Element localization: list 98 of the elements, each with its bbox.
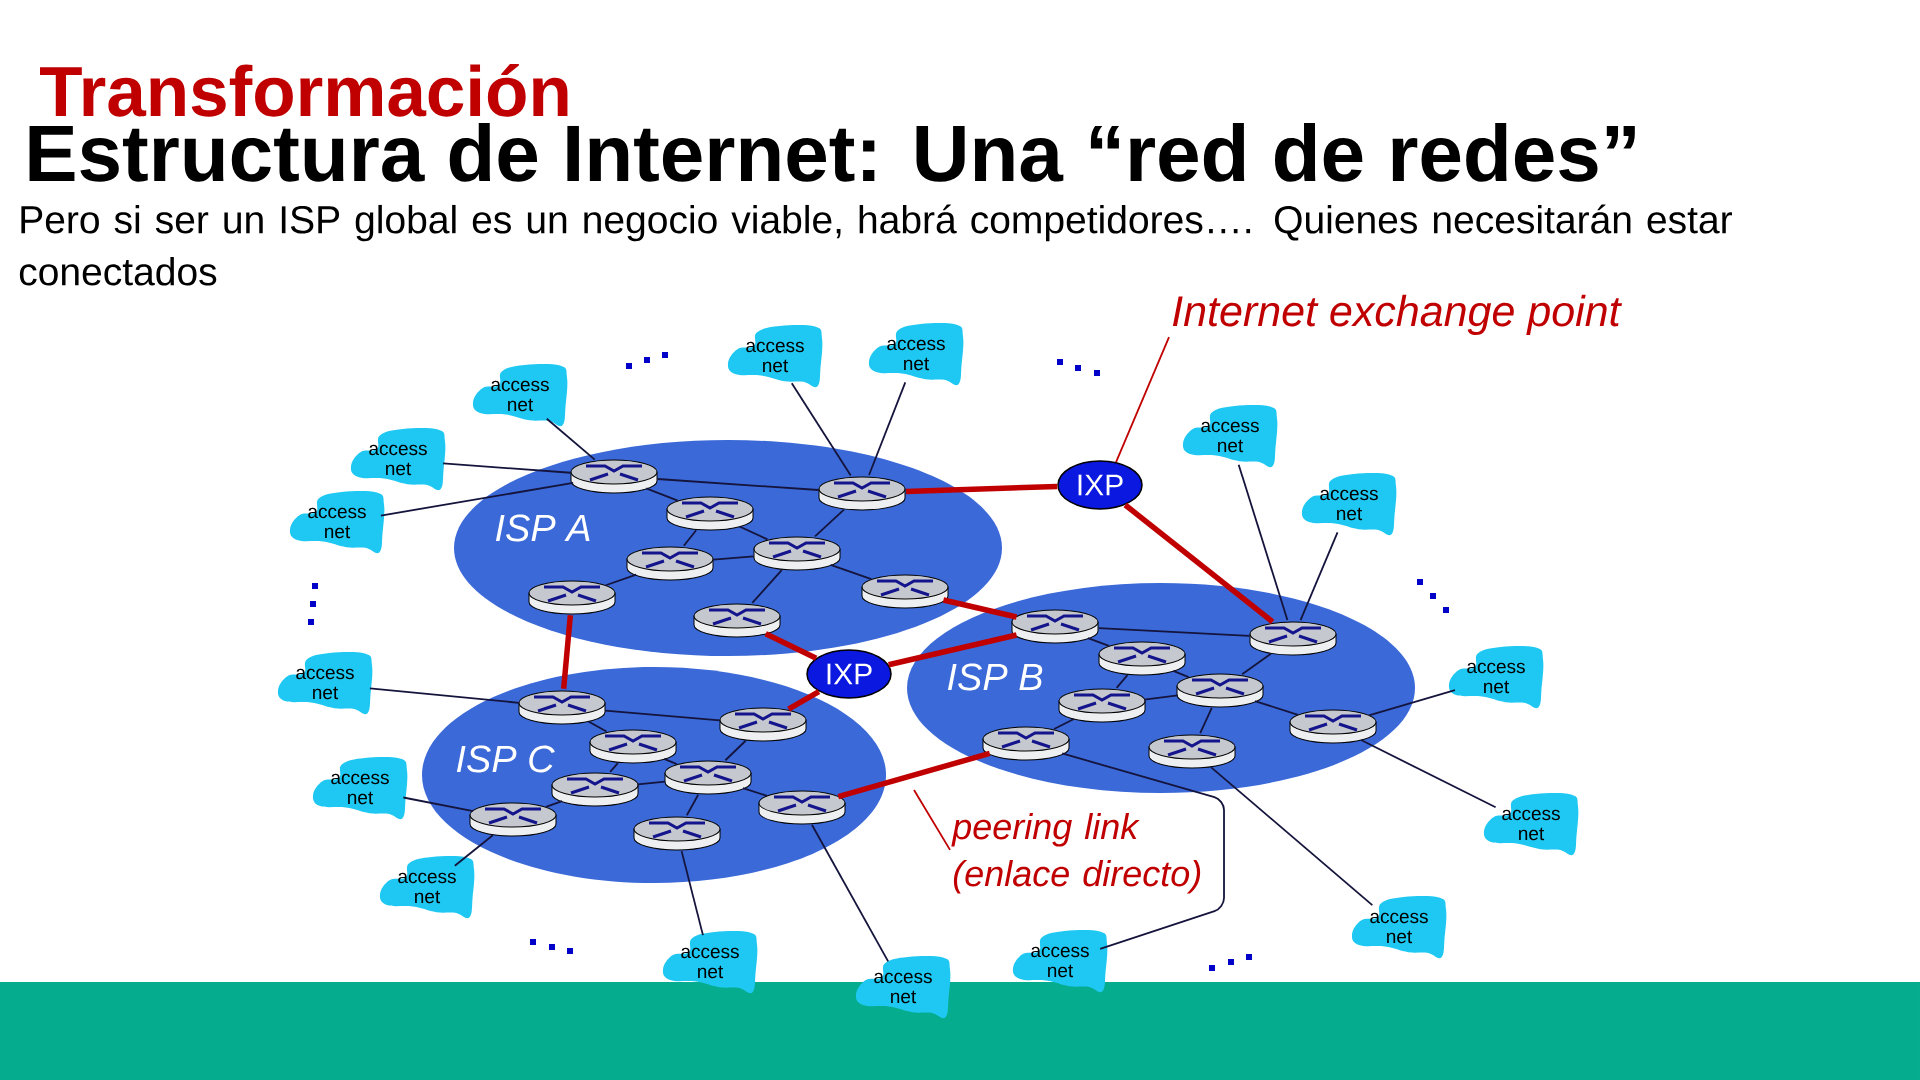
link-line [888,632,1018,668]
link-line [1087,637,1110,647]
leader-line [913,789,951,851]
link-line [379,482,575,517]
link-line [369,687,520,704]
router [633,816,721,851]
link-line [764,631,818,661]
link-line [1053,718,1075,730]
link-line [905,483,1058,495]
router [469,802,557,837]
access-net-cloud: access net [1182,405,1278,468]
link-line [1061,752,1225,950]
link-line [663,758,678,765]
link-line [604,709,721,722]
link-line [587,720,608,733]
link-line [1098,627,1251,637]
router [982,726,1070,761]
access-net-cloud: access net [1012,930,1108,993]
link-line [1210,766,1374,907]
callout-text: peering link (enlace directo) [951,813,1201,894]
link-line [1241,652,1272,676]
link-line [811,823,890,963]
access-net-cloud: access net [662,931,758,994]
access-net-cloud: access net [1301,473,1397,536]
link-line [742,787,768,797]
link-line [751,569,783,604]
router [1249,621,1337,656]
link-line [685,793,700,817]
link-line [645,487,679,502]
link-line [682,529,698,547]
link-line [402,796,474,813]
router [719,707,807,742]
router [818,476,906,511]
router [693,603,781,638]
leader-line [1115,336,1170,463]
link-line [636,780,667,786]
section-heading: Transformación [40,63,568,117]
link-line [1123,502,1275,624]
link-line [1172,669,1190,679]
link-line [1237,463,1289,621]
router [1289,709,1377,744]
router [1098,641,1186,676]
link-line [724,739,747,762]
link-line [1368,689,1456,717]
link-line [790,382,852,477]
router [753,536,841,571]
access-net-cloud: access net [472,364,568,427]
link-line [1360,739,1497,809]
access-net-cloud: access net [379,856,475,919]
link-line [545,800,563,808]
link-line [453,834,494,867]
router [589,729,677,764]
router [758,790,846,825]
access-net-cloud: access net [855,956,951,1019]
access-net-cloud: access net [1483,793,1579,856]
router [666,496,754,531]
router [1148,734,1236,769]
access-net-cloud: access net [289,491,385,554]
router [1176,673,1264,708]
link-line [837,750,991,800]
router [570,459,658,494]
router [1058,688,1146,723]
link-line [604,573,638,587]
access-net-cloud: access net [868,323,964,386]
router [528,580,616,615]
router [664,760,752,795]
link-line [442,462,572,474]
link-line [680,850,704,937]
link-line [1143,694,1179,701]
router [518,690,606,725]
router [626,546,714,581]
body-text: Pero si ser un ISP global es un negocio viable, habrá competidores…. Quienes necesitarán estar conectados [19,204,1732,286]
link-line [712,555,755,561]
link-line [1299,531,1339,621]
link-line [814,508,845,538]
link-line [738,525,769,541]
router [551,772,639,807]
access-net-cloud: access net [1448,646,1544,709]
router [1011,609,1099,644]
access-net-cloud: access net [277,652,373,715]
link-line [609,762,619,773]
link-line [656,478,820,491]
link-line [1115,674,1129,689]
access-net-cloud: access net [727,325,823,388]
link-line [545,417,596,461]
link-line [1199,707,1213,734]
link-line [560,614,574,690]
access-net-cloud: access net [312,757,408,820]
link-line [787,689,821,712]
slide-title: Estructura de Internet: Una “red de redes” [29,123,1635,182]
link-line [829,563,873,581]
link-line [868,381,907,476]
router [861,574,949,609]
link-line [942,597,1018,620]
access-net-cloud: access net [1351,896,1447,959]
link-line [1254,700,1299,716]
access-net-cloud: access net [350,428,446,491]
callout-text: Internet exchange point [1172,294,1623,335]
